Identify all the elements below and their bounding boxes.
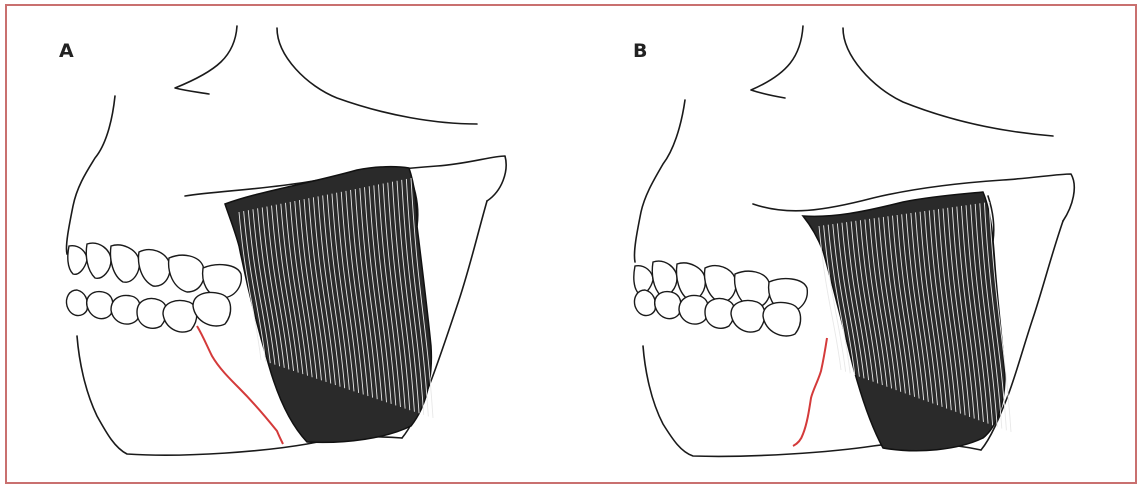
panel-a: A — [7, 6, 573, 486]
fracture-line — [793, 338, 827, 446]
skull-outline — [175, 26, 237, 94]
masseter-muscle — [803, 192, 1011, 451]
upper-teeth — [68, 243, 242, 298]
figure-frame: A — [5, 4, 1137, 484]
orbit-outline — [843, 28, 1053, 136]
orbit-outline — [277, 28, 477, 124]
masseter-muscle — [225, 167, 433, 443]
skull-drawing-a — [7, 6, 573, 486]
lower-teeth — [66, 290, 230, 332]
skull-drawing-b — [573, 6, 1139, 486]
nasal-outline — [66, 96, 115, 254]
skull-outline — [751, 26, 803, 98]
nasal-outline — [634, 100, 685, 262]
panel-b: B — [573, 6, 1139, 486]
